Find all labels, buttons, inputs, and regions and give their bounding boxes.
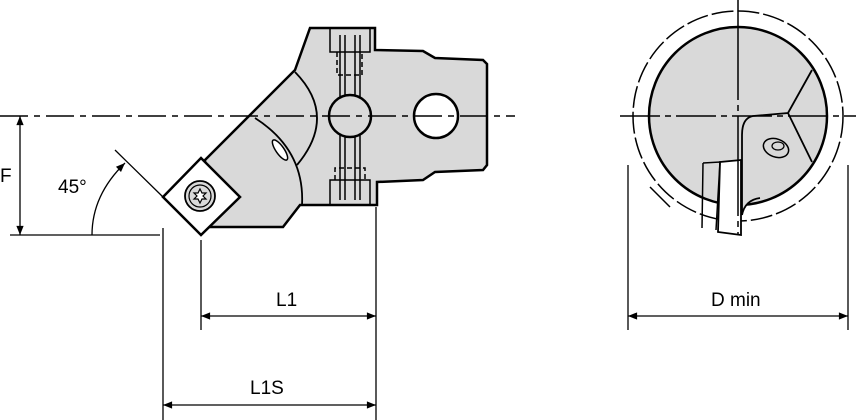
f-label: F	[0, 166, 12, 187]
l1s-label: L1S	[250, 378, 284, 399]
f-dimension	[10, 116, 160, 236]
angle-label: 45°	[58, 177, 87, 198]
coolant-slot	[271, 139, 289, 161]
torx-icon	[192, 187, 208, 205]
head-arc	[294, 71, 318, 166]
l1-label: L1	[276, 290, 297, 311]
dmin-label: D min	[711, 290, 761, 311]
chip-edge	[649, 186, 671, 208]
angle-dimension	[91, 149, 164, 236]
side-view	[161, 26, 489, 237]
insert-slot	[717, 159, 742, 237]
screw-recess-end	[771, 141, 785, 151]
clamp-arc	[254, 117, 304, 206]
clamp-screw-bottom	[329, 167, 371, 205]
insert-edge	[701, 161, 721, 231]
insert-screw-inner	[188, 184, 212, 208]
screw-head-end	[762, 137, 790, 159]
head-face	[741, 69, 813, 216]
